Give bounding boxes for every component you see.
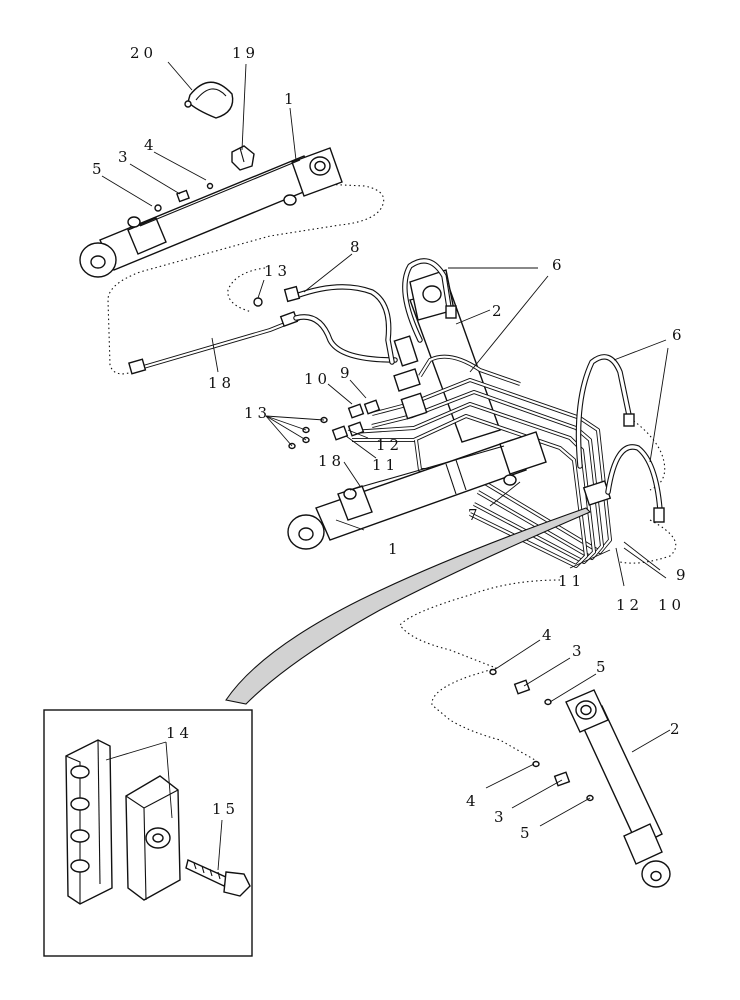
callout-2-low: 2 xyxy=(670,720,684,738)
right-hoses-6 xyxy=(575,354,665,523)
callout-4-r2: 4 xyxy=(466,792,480,810)
callout-2-mid: 2 xyxy=(492,302,506,320)
callout-6-b: 6 xyxy=(672,326,686,344)
lower-cylinder-2 xyxy=(565,689,671,888)
callout-19: 19 xyxy=(232,44,259,62)
pipe-18-and-hose-8 xyxy=(128,284,398,375)
callout-13-mid: 13 xyxy=(244,404,271,422)
callout-15: 15 xyxy=(212,800,239,818)
callout-3-r2: 3 xyxy=(494,808,508,826)
bracket-part-19 xyxy=(231,145,255,171)
callout-4-top: 4 xyxy=(144,136,158,154)
leader-lines xyxy=(101,61,671,871)
callout-8: 8 xyxy=(350,238,364,256)
callout-20: 20 xyxy=(130,44,157,62)
callout-5-r2: 5 xyxy=(520,824,534,842)
dotted-assembly-lines xyxy=(107,182,677,761)
callout-5-top: 5 xyxy=(92,160,106,178)
callout-10-mid: 10 xyxy=(304,370,331,388)
bolt-part-15 xyxy=(185,859,251,897)
callout-12-mid: 12 xyxy=(376,436,403,454)
callout-18-mid: 18 xyxy=(318,452,345,470)
detail-inset-box xyxy=(43,709,253,957)
callout-4-r1: 4 xyxy=(542,626,556,644)
callout-18-left: 18 xyxy=(208,374,235,392)
callout-13-top: 13 xyxy=(264,262,291,280)
callout-10-low: 10 xyxy=(658,596,685,614)
hose-clip-part-20 xyxy=(184,81,234,119)
vertical-cylinder-2 xyxy=(402,258,501,443)
callout-3-top: 3 xyxy=(118,148,132,166)
callout-1-top: 1 xyxy=(284,90,298,108)
callout-12-low: 12 xyxy=(616,596,643,614)
callout-11-low: 11 xyxy=(558,572,585,590)
tube-clamps xyxy=(393,335,612,506)
callout-11-mid: 11 xyxy=(372,456,399,474)
callout-1-mid: 1 xyxy=(388,540,402,558)
callout-5-r1: 5 xyxy=(596,658,610,676)
callout-9-mid: 9 xyxy=(340,364,354,382)
callout-14: 14 xyxy=(166,724,193,742)
callout-9-low: 9 xyxy=(676,566,690,584)
detail-view-sweep xyxy=(225,507,591,705)
callout-6-a: 6 xyxy=(552,256,566,274)
lower-cylinder-fittings xyxy=(489,668,594,802)
callout-3-r1: 3 xyxy=(572,642,586,660)
mid-fittings xyxy=(288,399,381,450)
mid-cylinder xyxy=(287,431,547,550)
callout-labels: 20 19 1 4 3 5 8 13 6 2 6 18 10 9 13 12 1… xyxy=(92,44,690,842)
top-cylinder xyxy=(79,147,343,278)
clamp-block-part-14 xyxy=(65,739,181,905)
top-cylinder-fittings xyxy=(154,182,214,212)
callout-7: 7 xyxy=(468,506,482,524)
